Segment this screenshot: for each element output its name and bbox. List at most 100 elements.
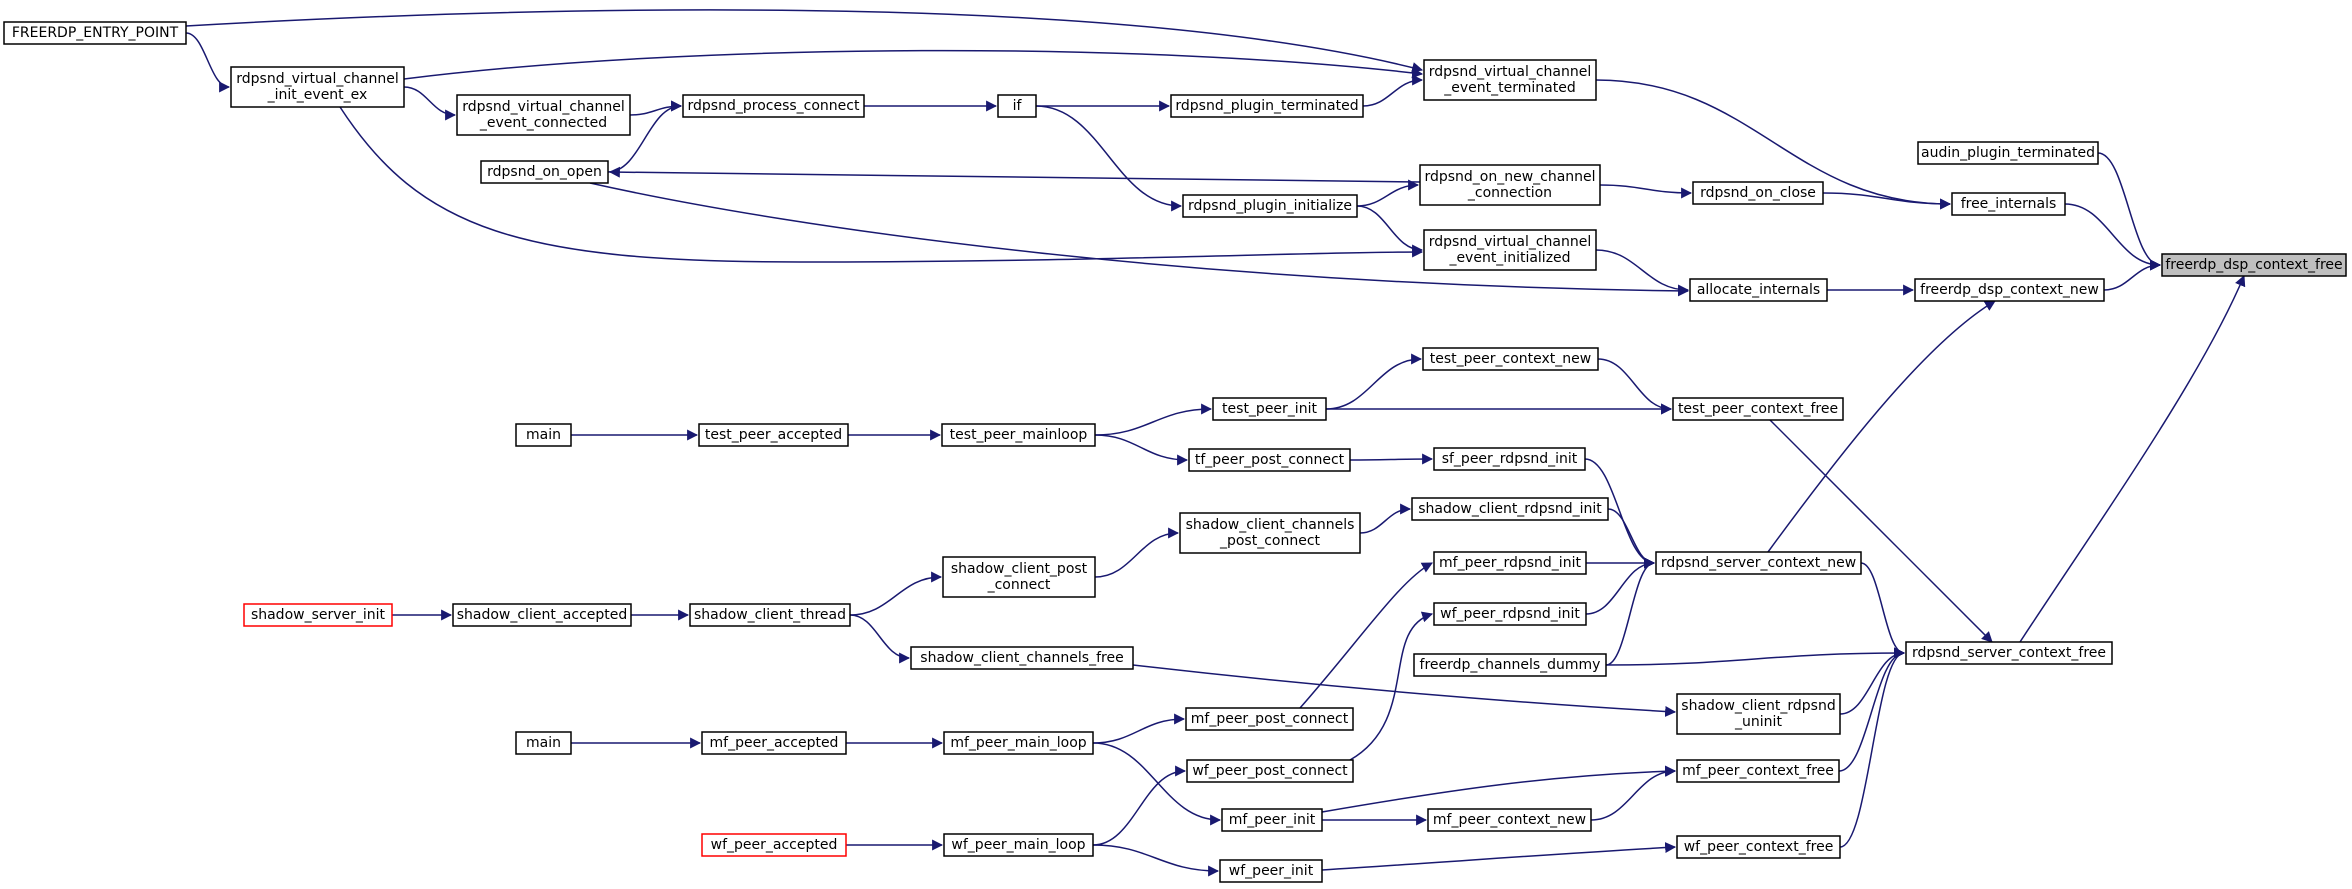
- node-label: shadow_client_post: [951, 561, 1088, 577]
- edge-shadow-client-rdpsnd-init-to-rdpsnd-server-context-new: [1607, 508, 1656, 569]
- node-wf-peer-accepted[interactable]: wf_peer_accepted: [701, 833, 847, 857]
- node-rdpsnd-virtual-channel-event-connected[interactable]: rdpsnd_virtual_channel_event_connected: [456, 94, 631, 136]
- node-mf-peer-context-new[interactable]: mf_peer_context_new: [1427, 808, 1592, 832]
- edge-line: [1356, 205, 1424, 256]
- edge-rdpsnd-virtual-channel-init-event-ex-to-rdpsnd-virtual-channel-event-terminated: [403, 49, 1424, 80]
- edge-line: [1092, 742, 1222, 826]
- node-test-peer-context-new[interactable]: test_peer_context_new: [1422, 347, 1599, 371]
- node-shadow-client-accepted[interactable]: shadow_client_accepted: [452, 603, 632, 627]
- node-main-test[interactable]: main: [515, 423, 572, 447]
- node-box: [1422, 347, 1599, 371]
- edge-test-peer-context-free-to-rdpsnd-server-context-free: [1769, 419, 1993, 643]
- node-rdpsnd-plugin-initialize[interactable]: rdpsnd_plugin_initialize: [1182, 194, 1358, 218]
- node-test-peer-mainloop[interactable]: test_peer_mainloop: [941, 423, 1096, 447]
- edge-line: [185, 32, 231, 93]
- node-freerdp-entry-point[interactable]: FREERDP_ENTRY_POINT: [3, 21, 187, 45]
- node-label: mf_peer_main_loop: [950, 735, 1086, 751]
- node-label: shadow_server_init: [251, 607, 386, 623]
- edge-line: [1359, 503, 1412, 534]
- node-rdpsnd-server-context-new[interactable]: rdpsnd_server_context_new: [1655, 551, 1862, 575]
- node-box: [1672, 397, 1844, 421]
- node-wf-peer-context-free[interactable]: wf_peer_context_free: [1676, 835, 1841, 859]
- edge-layer: [185, 9, 2246, 877]
- node-box: [515, 423, 572, 447]
- node-freerdp-dsp-context-free[interactable]: freerdp_dsp_context_free: [2161, 253, 2347, 277]
- node-rdpsnd-virtual-channel-event-initialized[interactable]: rdpsnd_virtual_channel_event_initialized: [1423, 229, 1597, 271]
- node-label: wf_peer_post_connect: [1192, 763, 1348, 779]
- node-shadow-server-init[interactable]: shadow_server_init: [243, 603, 393, 627]
- edge-rdpsnd-server-context-new-to-freerdp-dsp-context-new: [1767, 300, 1996, 553]
- node-mf-peer-context-free[interactable]: mf_peer_context_free: [1676, 759, 1840, 783]
- node-rdpsnd-on-new-channel-connection[interactable]: rdpsnd_on_new_channel_connection: [1419, 164, 1601, 206]
- node-rdpsnd-on-open[interactable]: rdpsnd_on_open: [480, 160, 609, 184]
- edge-line: [1325, 353, 1423, 410]
- node-free-internals[interactable]: free_internals: [1951, 192, 2066, 216]
- edge-line: [185, 9, 1424, 73]
- node-shadow-client-post-connect[interactable]: shadow_client_post_connect: [942, 556, 1096, 598]
- node-sf-peer-rdpsnd-init[interactable]: sf_peer_rdpsnd_init: [1433, 447, 1586, 471]
- node-mf-peer-init[interactable]: mf_peer_init: [1221, 808, 1323, 832]
- edge-line: [1590, 765, 1677, 821]
- node-box: [1423, 229, 1597, 271]
- edge-line: [1092, 713, 1186, 744]
- node-shadow-client-channels-free[interactable]: shadow_client_channels_free: [910, 646, 1134, 670]
- node-wf-peer-init[interactable]: wf_peer_init: [1219, 859, 1323, 883]
- node-tf-peer-post-connect[interactable]: tf_peer_post_connect: [1188, 448, 1351, 472]
- node-rdpsnd-virtual-channel-init-event-ex[interactable]: rdpsnd_virtual_channel_init_event_ex: [230, 66, 405, 108]
- node-label: FREERDP_ENTRY_POINT: [12, 25, 179, 41]
- edge-line: [849, 614, 911, 664]
- edge-line: [1035, 105, 1183, 212]
- edge-line: [403, 86, 457, 121]
- node-rdpsnd-process-connect[interactable]: rdpsnd_process_connect: [682, 94, 865, 118]
- node-mf-peer-accepted[interactable]: mf_peer_accepted: [701, 731, 847, 755]
- node-label: mf_peer_post_connect: [1191, 711, 1349, 727]
- node-test-peer-context-free[interactable]: test_peer_context_free: [1672, 397, 1844, 421]
- edge-line: [589, 182, 1690, 297]
- node-freerdp-channels-dummy[interactable]: freerdp_channels_dummy: [1413, 653, 1607, 677]
- node-test-peer-accepted[interactable]: test_peer_accepted: [698, 423, 849, 447]
- node-wf-peer-post-connect[interactable]: wf_peer_post_connect: [1186, 759, 1354, 783]
- node-box: [941, 423, 1096, 447]
- node-test-peer-init[interactable]: test_peer_init: [1212, 397, 1327, 421]
- edge-line: [2019, 274, 2246, 643]
- node-shadow-client-thread[interactable]: shadow_client_thread: [689, 603, 851, 627]
- edge-line: [1094, 403, 1213, 436]
- edge-wf-peer-context-free-to-rdpsnd-server-context-free: [1839, 647, 1906, 848]
- node-box: [1433, 602, 1587, 626]
- node-box: [1219, 859, 1323, 883]
- edge-line: [1356, 179, 1420, 207]
- node-mf-peer-post-connect[interactable]: mf_peer_post_connect: [1185, 707, 1354, 731]
- node-label: rdpsnd_virtual_channel: [1429, 64, 1592, 80]
- node-mf-peer-rdpsnd-init[interactable]: mf_peer_rdpsnd_init: [1433, 551, 1587, 575]
- node-box: [1170, 94, 1364, 118]
- node-allocate-internals[interactable]: allocate_internals: [1689, 278, 1828, 302]
- node-if[interactable]: if: [997, 94, 1037, 118]
- edge-if-to-rdpsnd-plugin-initialize: [1035, 105, 1183, 212]
- edge-line: [1605, 557, 1656, 666]
- node-box: [701, 833, 847, 857]
- node-wf-peer-main-loop[interactable]: wf_peer_main_loop: [943, 833, 1094, 857]
- node-label: wf_peer_init: [1229, 863, 1314, 879]
- node-box: [1951, 192, 2066, 216]
- edge-test-peer-init-to-test-peer-context-new: [1325, 353, 1423, 410]
- edge-wf-peer-post-connect-to-wf-peer-rdpsnd-init: [1349, 611, 1434, 761]
- node-rdpsnd-plugin-terminated[interactable]: rdpsnd_plugin_terminated: [1170, 94, 1364, 118]
- node-label: if: [1013, 98, 1023, 114]
- node-rdpsnd-virtual-channel-event-terminated[interactable]: rdpsnd_virtual_channel_event_terminated: [1423, 59, 1597, 101]
- node-main-mf[interactable]: main: [515, 731, 572, 755]
- node-shadow-client-rdpsnd-uninit[interactable]: shadow_client_rdpsnd_uninit: [1676, 693, 1841, 735]
- edge-rdpsnd-on-new-channel-connection-to-rdpsnd-on-close: [1599, 184, 1693, 199]
- node-shadow-client-channels-post-connect[interactable]: shadow_client_channels_post_connect: [1179, 512, 1361, 554]
- edge-line: [2064, 203, 2162, 271]
- node-box: [1914, 278, 2105, 302]
- node-box: [1676, 693, 1841, 735]
- node-label: mf_peer_init: [1229, 812, 1316, 828]
- node-freerdp-dsp-context-new[interactable]: freerdp_dsp_context_new: [1914, 278, 2105, 302]
- node-shadow-client-rdpsnd-init[interactable]: shadow_client_rdpsnd_init: [1411, 497, 1609, 521]
- edge-line: [1349, 611, 1434, 761]
- node-rdpsnd-server-context-free[interactable]: rdpsnd_server_context_free: [1905, 641, 2113, 665]
- node-mf-peer-main-loop[interactable]: mf_peer_main_loop: [943, 731, 1094, 755]
- node-rdpsnd-on-close[interactable]: rdpsnd_on_close: [1692, 181, 1824, 205]
- node-audin-plugin-terminated[interactable]: audin_plugin_terminated: [1917, 141, 2099, 165]
- node-wf-peer-rdpsnd-init[interactable]: wf_peer_rdpsnd_init: [1433, 602, 1587, 626]
